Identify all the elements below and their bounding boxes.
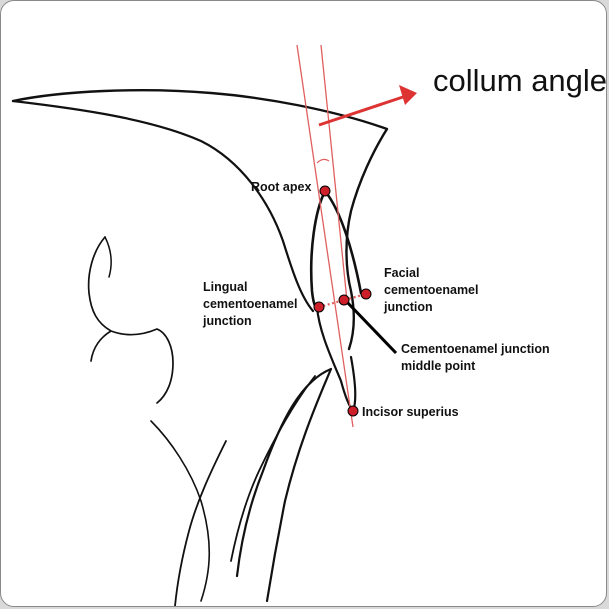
facial-cej-point <box>361 289 371 299</box>
cej-midpoint-label-2: middle point <box>401 359 476 373</box>
angle-arc <box>317 159 329 163</box>
tooth-long-axis-line <box>297 45 353 427</box>
palatal-surface <box>13 101 313 311</box>
nasal-outline <box>89 237 173 403</box>
maxilla-outline <box>13 90 387 349</box>
collum-angle-title: collum angle <box>433 63 607 98</box>
lingual-cej-label-1: Lingual <box>203 280 247 294</box>
crown-axis-line <box>321 45 347 301</box>
lower-incisor-outline <box>175 376 315 606</box>
collum-arrow-head <box>399 85 417 105</box>
lingual-cej-point <box>314 302 324 312</box>
cej-midpoint-point <box>339 295 349 305</box>
facial-cej-label-1: Facial <box>384 266 419 280</box>
crown-outline <box>317 307 355 411</box>
lingual-cej-label-2: cementoenamel <box>203 297 297 311</box>
facial-cej-label-3: junction <box>383 300 433 314</box>
facial-cej-label-2: cementoenamel <box>384 283 478 297</box>
incisor-superius-point <box>348 406 358 416</box>
incisor-superius-label: Incisor superius <box>362 405 459 419</box>
root-apex-point <box>320 186 330 196</box>
lower-lip-outline <box>237 369 331 601</box>
cej-midpoint-label-1: Cementoenamel junction <box>401 342 550 356</box>
nasal-inner-outline <box>105 237 111 277</box>
root-apex-label: Root apex <box>251 180 311 194</box>
lingual-cej-label-3: junction <box>202 314 252 328</box>
tooth-root-outline <box>311 191 361 309</box>
